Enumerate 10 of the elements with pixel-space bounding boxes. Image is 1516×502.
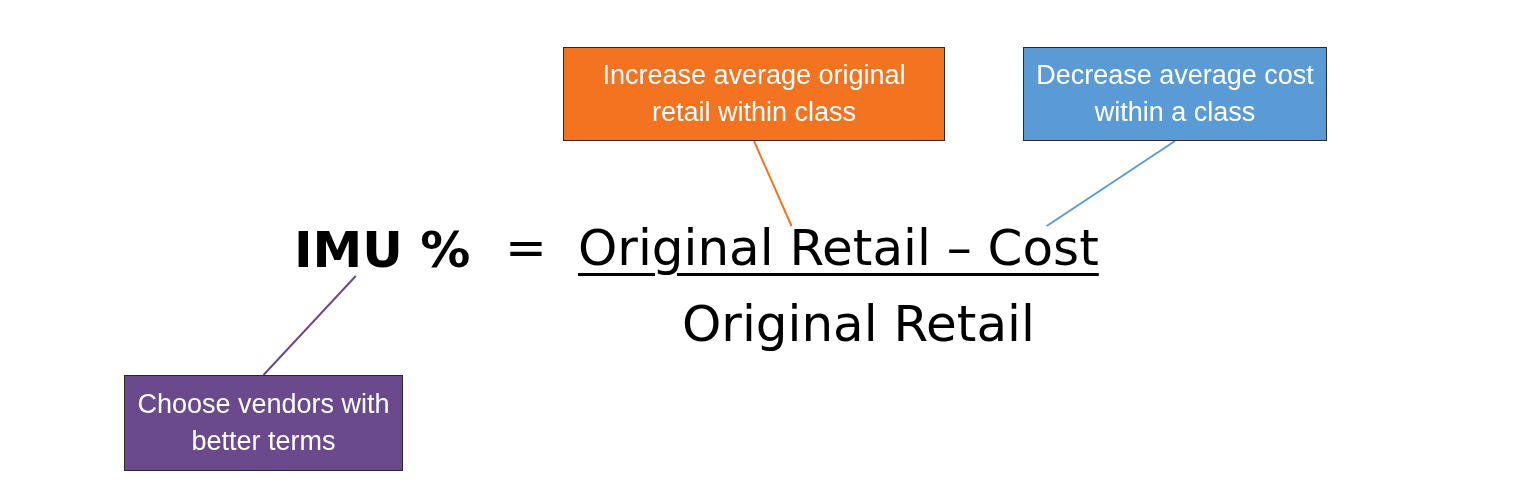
- leader-line: [753, 140, 793, 227]
- callout-box: Choose vendors with better terms: [124, 375, 403, 471]
- leader-line: [1045, 140, 1176, 227]
- formula-numerator: Original Retail – Cost: [578, 218, 1099, 278]
- formula-denominator: Original Retail: [682, 294, 1035, 354]
- equals-sign: =: [505, 218, 547, 278]
- callout-box: Increase average original retail within class: [563, 47, 945, 141]
- leader-line: [262, 275, 357, 376]
- formula-term: IMU %: [294, 220, 471, 280]
- callout-box: Decrease average cost within a class: [1023, 47, 1327, 141]
